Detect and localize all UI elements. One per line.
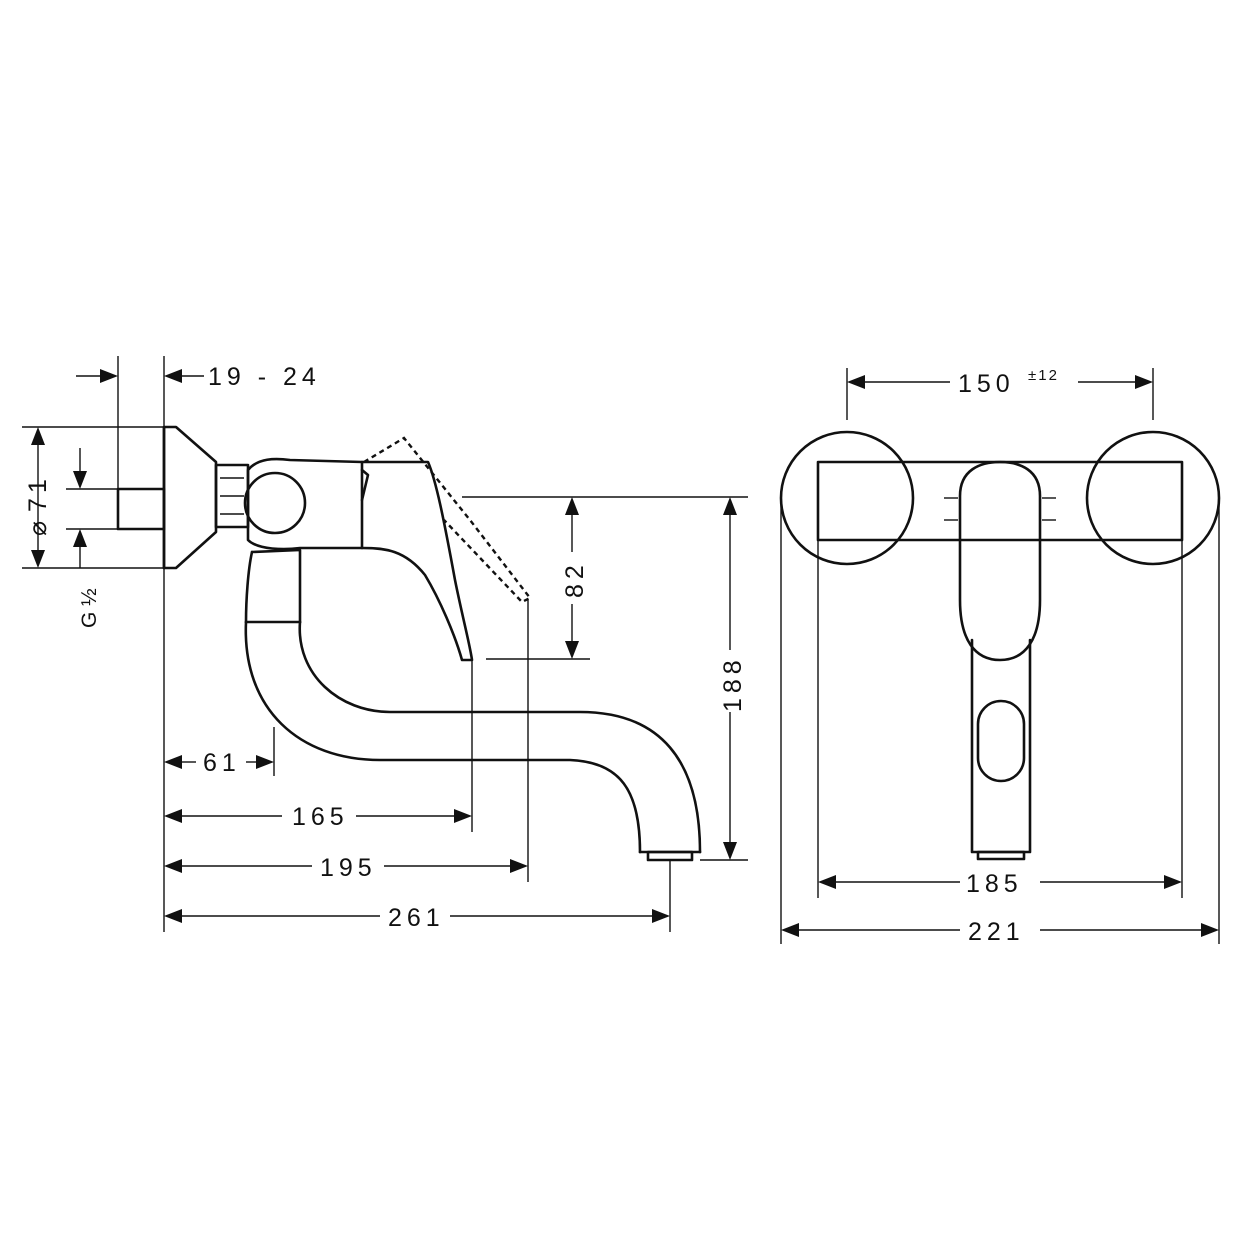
connection-pipe — [116, 487, 166, 531]
dim-total-height: 188 — [590, 496, 748, 861]
dim-body-width: 185 — [817, 540, 1183, 898]
centers-tolerance-label: ±12 — [1028, 367, 1059, 384]
dim-195-label: 195 — [320, 854, 377, 882]
dim-wall-gap: 19 - 24 — [76, 356, 321, 489]
lever-height-label: 82 — [561, 560, 589, 598]
mixer-body — [243, 457, 364, 551]
dim-261-label: 261 — [388, 904, 445, 932]
right-escutcheon — [1085, 430, 1221, 566]
lever-front — [958, 460, 1042, 662]
dim-195: 195 — [164, 854, 528, 882]
dim-flange-diameter: ⌀71 — [22, 426, 164, 569]
left-escutcheon — [779, 430, 915, 566]
dim-lever-height: 82 — [462, 496, 590, 660]
front-view: 150 ±12 185 221 — [779, 367, 1221, 946]
dim-165: 165 — [164, 803, 472, 831]
total-height-label: 188 — [719, 655, 747, 712]
side-view: 19 - 24 ⌀71 G ½ — [22, 356, 748, 932]
dim-165-label: 165 — [292, 803, 349, 831]
dim-centers: 150 ±12 — [846, 367, 1154, 420]
total-width-label: 221 — [968, 918, 1025, 946]
wall-flange — [162, 425, 218, 570]
wall-gap-label: 19 - 24 — [208, 363, 321, 391]
body-width-label: 185 — [966, 870, 1023, 898]
coupling-nut — [214, 463, 250, 529]
mixer-body-front — [816, 460, 1184, 542]
dim-thread: G ½ — [66, 448, 118, 628]
dim-61-label: 61 — [203, 749, 241, 777]
spout-column — [970, 638, 1032, 854]
thread-label: G ½ — [78, 588, 101, 628]
centers-label: 150 — [958, 370, 1015, 398]
flange-diameter-label: ⌀71 — [24, 474, 52, 536]
dim-total-width: 221 — [780, 498, 1220, 946]
lever-handle — [360, 436, 532, 662]
dim-61: 61 — [164, 749, 274, 777]
dim-261: 261 — [164, 904, 670, 932]
